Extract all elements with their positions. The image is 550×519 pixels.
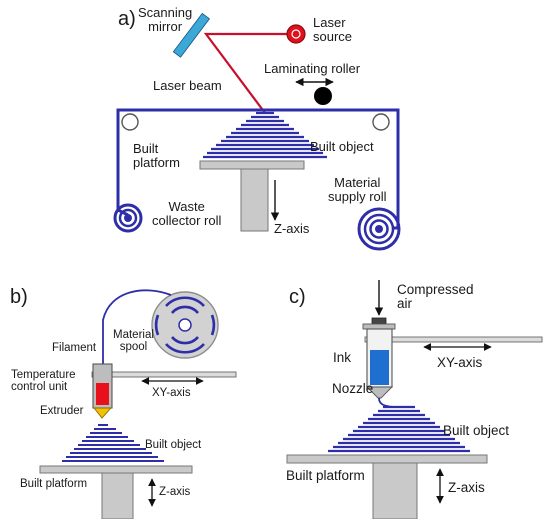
ink-label: Ink xyxy=(333,350,352,365)
syringe-nozzle xyxy=(365,386,394,399)
compressed-air-label: Compressed air xyxy=(397,282,474,312)
laser-source-label: Laser source xyxy=(313,15,353,44)
built-platform-label-b: Built platform xyxy=(20,478,88,490)
guide-roller-left xyxy=(121,113,139,131)
built-object-layers-c xyxy=(328,405,470,453)
platform-column-a xyxy=(240,168,269,232)
built-object-layers-b xyxy=(62,424,164,462)
temperature-control-unit-label: Temperature control unit xyxy=(11,369,76,394)
built-object-layers-a xyxy=(203,111,327,159)
guide-roller-right xyxy=(372,113,390,131)
built-object-label-c: Built object xyxy=(443,423,510,438)
platform-column-b xyxy=(101,472,134,519)
build-platform-c xyxy=(286,454,488,464)
ink-filament-line xyxy=(378,397,394,408)
heater-block xyxy=(96,383,109,405)
laser-source-icon xyxy=(286,24,306,44)
built-platform-label-c: Built platform xyxy=(286,468,365,483)
filament-label: Filament xyxy=(52,342,97,354)
laminating-roller-label: Laminating roller xyxy=(264,61,361,76)
panel-c-illustration xyxy=(286,280,543,519)
built-platform-label-a: Built platform xyxy=(133,141,180,170)
built-object-label-a: Built object xyxy=(310,139,374,154)
build-platform-a xyxy=(199,160,305,170)
material-sheet-loop xyxy=(116,108,400,230)
material-supply-roll-label: Material supply roll xyxy=(328,175,387,204)
build-platform-b xyxy=(39,465,193,474)
xy-axis-label-c: XY-axis xyxy=(437,355,483,370)
filament-line xyxy=(102,289,172,370)
ink-reservoir xyxy=(370,350,389,385)
waste-collector-roll-label: Waste collector roll xyxy=(152,199,222,228)
z-axis-label-b: Z-axis xyxy=(159,486,191,498)
scanning-mirror-label: Scanning mirror xyxy=(138,5,193,34)
extruder-nozzle-tip xyxy=(93,407,113,419)
spool-filament-windings xyxy=(154,296,216,354)
built-object-label-b: Built object xyxy=(145,439,202,451)
material-spool-label: Material spool xyxy=(113,329,154,354)
material-supply-roll xyxy=(357,207,401,251)
panel-a-tag: a) xyxy=(118,8,136,30)
panel-b-tag: b) xyxy=(10,286,28,308)
extruder-label: Extruder xyxy=(40,405,84,417)
panel-a-illustration xyxy=(113,12,401,251)
panel-c-tag: c) xyxy=(289,286,306,308)
waste-collector-roll xyxy=(113,203,143,233)
syringe-plunger-cap xyxy=(371,317,387,325)
syringe-flange xyxy=(362,323,396,330)
xy-axis-label-b: XY-axis xyxy=(152,387,191,399)
xy-rail-b xyxy=(91,371,237,378)
laser-beam-label: Laser beam xyxy=(153,78,222,93)
z-axis-label-c: Z-axis xyxy=(448,480,485,495)
nozzle-label: Nozzle xyxy=(332,381,374,396)
platform-column-c xyxy=(372,462,418,519)
z-axis-label-a: Z-axis xyxy=(274,221,310,236)
scanning-mirror xyxy=(172,12,210,58)
laminating-roller xyxy=(314,87,332,105)
xy-rail-c xyxy=(364,336,543,343)
panel-b-illustration xyxy=(39,289,237,519)
laser-beam-line xyxy=(203,32,290,114)
